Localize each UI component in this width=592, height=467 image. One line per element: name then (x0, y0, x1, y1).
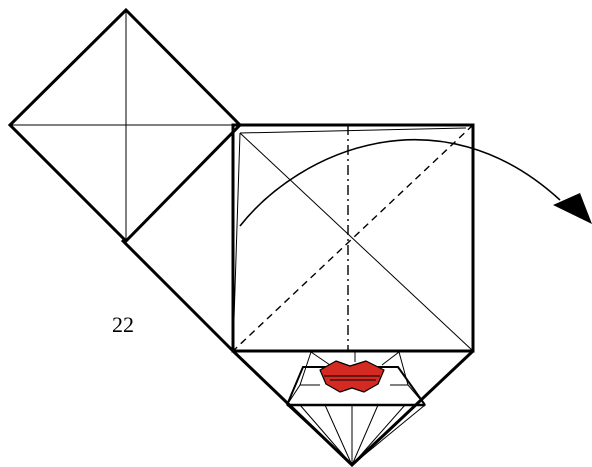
red-accent-piece (319, 360, 385, 393)
solid-diagonal-crease (239, 132, 474, 352)
left-inner-edge (232, 132, 241, 352)
main-square (231, 123, 475, 353)
arrowhead-icon (553, 193, 592, 224)
valley-fold-line (232, 124, 474, 352)
upper-left-flap (7, 7, 243, 244)
step-number: 22 (112, 312, 134, 337)
top-inner-edge (239, 127, 467, 134)
left-diagonal-edge (120, 238, 235, 353)
lower-flap (231, 349, 475, 467)
fold-over-arrow (239, 138, 592, 227)
